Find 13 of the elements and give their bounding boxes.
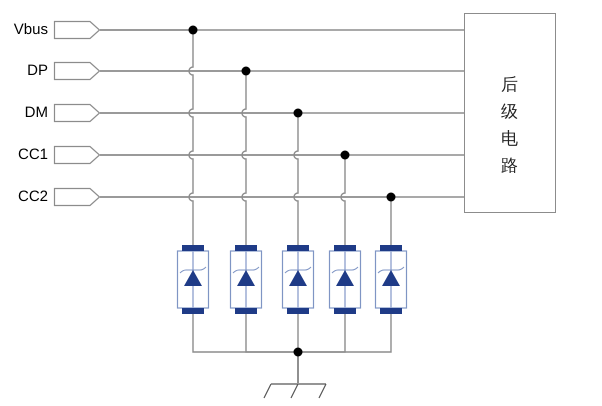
- wire: [100, 29, 194, 245]
- wire: [100, 154, 346, 245]
- wire: [100, 70, 247, 245]
- signal-label: Vbus: [14, 21, 48, 39]
- signal-label: DP: [27, 62, 48, 80]
- wire: [100, 196, 392, 245]
- signal-label: CC1: [18, 146, 48, 164]
- wire: [100, 112, 299, 245]
- circuit-label: 后级电路: [501, 74, 519, 178]
- signal-label: CC2: [18, 188, 48, 206]
- circuit-box: [464, 13, 556, 213]
- wire: [297, 314, 392, 383]
- signal-label: DM: [24, 104, 48, 122]
